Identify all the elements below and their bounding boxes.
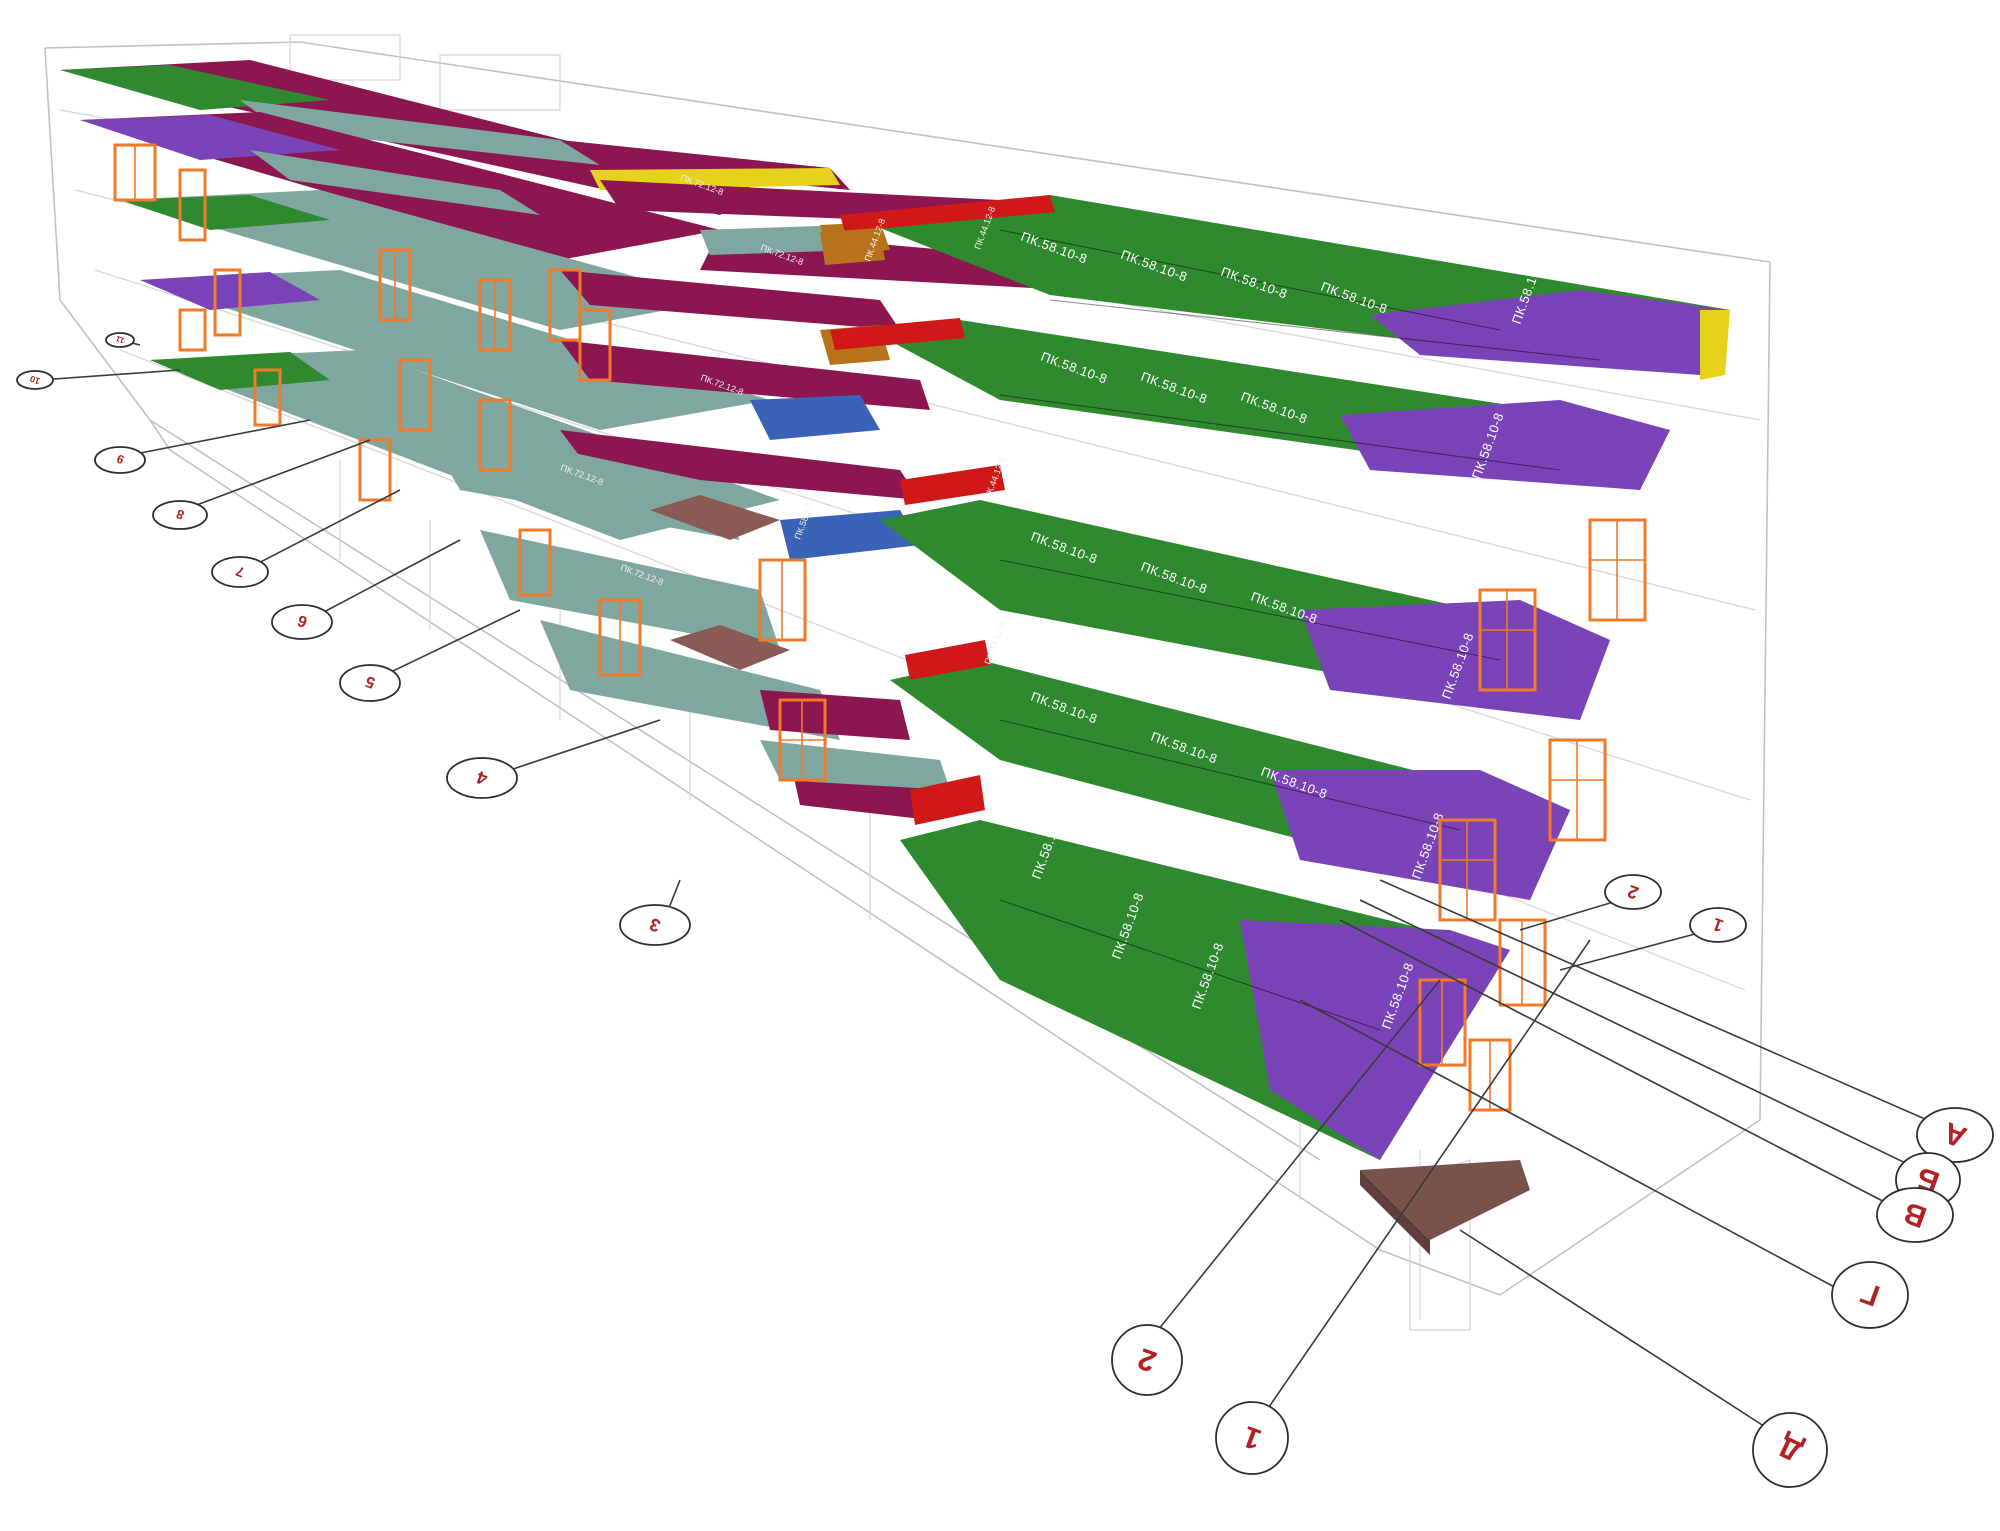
window-left-12 (598, 598, 642, 677)
axis-bubble-10: 10 (16, 370, 54, 390)
slab-maroon-l1 (560, 430, 920, 500)
window-left-10 (358, 438, 392, 502)
frame-right-edge (1499, 261, 1771, 1296)
window-left-11 (518, 528, 552, 597)
window-right-6 (1418, 978, 1467, 1067)
window-left-13 (758, 558, 807, 642)
slab-purple-top (1370, 290, 1730, 375)
window-left-6 (378, 248, 412, 322)
window-right-1 (1588, 518, 1647, 622)
slab-maroon-l2 (560, 340, 930, 410)
frame-roof-vent-1 (289, 34, 401, 81)
axis-bubble-6: 6 (271, 604, 333, 640)
window-left-8 (398, 358, 432, 432)
slab-green-l3 (120, 195, 330, 230)
axis-bubbles-top-right: 2 1 (1604, 874, 1747, 943)
stair-flight-entrance-side (1360, 1170, 1430, 1255)
window-right-7 (1468, 1038, 1512, 1112)
slab-teal-l2 (140, 270, 770, 430)
slab-green-top-back (60, 65, 330, 110)
axis-bubble-d: Д (1752, 1412, 1828, 1488)
frame-roof-back-edge (44, 41, 1771, 263)
stair-flight-entrance (1360, 1160, 1530, 1240)
slab-red-5 (910, 775, 985, 825)
back-slabs (60, 60, 1070, 820)
window-left-16 (578, 308, 612, 382)
window-left-14 (778, 698, 827, 782)
slab-red-3 (900, 465, 1005, 505)
axis-bubble-5: 5 (339, 664, 401, 702)
axis-bubble-8: 8 (152, 500, 208, 530)
axis-bubble-2-top: 2 (1604, 874, 1662, 910)
window-left-3 (213, 268, 242, 337)
window-left-1 (113, 143, 157, 202)
stair-flight-upper (650, 495, 780, 540)
axis-bubble-2-bottom: 2 (1111, 1324, 1183, 1396)
slab-teal-l4-b (700, 225, 860, 255)
windows (113, 143, 1647, 1112)
window-left-9 (478, 398, 512, 472)
window-right-4 (1438, 818, 1497, 922)
slab-red-top (840, 195, 1055, 232)
stairs (650, 495, 1530, 1255)
slab-purple-2 (1340, 400, 1670, 490)
axis-bubble-9: 9 (94, 446, 146, 474)
axis-bubbles-front-right: А Б В Г Д (1752, 1107, 1994, 1488)
slab-hatching (999, 229, 1601, 1031)
axis-bubbles-front-left: 2 1 (1111, 1324, 1289, 1475)
axis-leaders (39, 339, 1951, 1431)
slab-maroon-l3 (560, 270, 900, 330)
slab-green-l1 (150, 352, 330, 390)
axis-label-10: 10 (29, 374, 42, 387)
window-left-5 (253, 368, 282, 427)
slab-purple-l4 (80, 115, 340, 160)
axis-bubble-a: А (1916, 1107, 1994, 1163)
window-left-4 (178, 308, 207, 352)
axis-label-11: 11 (114, 334, 126, 346)
slab-ochre-top (820, 228, 885, 265)
slab-red-4 (905, 640, 990, 680)
axis-bubble-1-bottom: 1 (1215, 1401, 1289, 1475)
slab-teal-l4 (250, 150, 540, 215)
slab-blue-l2 (750, 395, 880, 440)
axis-bubbles-left-side: 3 4 5 6 7 8 9 10 (16, 332, 691, 946)
slab-purple-l2 (140, 272, 320, 310)
window-left-7 (478, 278, 512, 352)
window-left-15 (548, 268, 582, 342)
window-right-5 (1498, 918, 1547, 1007)
axis-bubble-1-top: 1 (1689, 907, 1747, 943)
frame-roof-vent-2 (439, 54, 561, 111)
front-slabs (820, 195, 1730, 1160)
slab-teal-top-back (240, 100, 600, 165)
axis-bubble-7: 7 (211, 556, 269, 588)
axis-label-9: 9 (115, 451, 126, 467)
axis-bubble-3: 3 (619, 904, 691, 946)
slab-maroon-mid-3 (760, 690, 910, 740)
axis-label-8: 8 (174, 506, 186, 523)
axis-bubble-v: В (1876, 1187, 1954, 1243)
slab-teal-mid-4 (760, 740, 950, 790)
slab-teal-mid-2 (480, 530, 780, 650)
frame-left-edge (44, 47, 1321, 1161)
slab-red-2 (830, 318, 965, 350)
window-right-3 (1548, 738, 1607, 842)
frame-base-edge (149, 419, 1501, 1296)
axis-bubble-11: 11 (105, 332, 135, 348)
window-left-2 (178, 168, 207, 242)
axis-bubble-g: Г (1831, 1261, 1909, 1329)
axis-bubble-4: 4 (446, 757, 518, 799)
stair-flight-lower (670, 625, 790, 670)
slab-yellow-edge-top (1700, 310, 1730, 380)
slab-mark-red-4: ПК.44.12-8 (982, 620, 1007, 665)
window-right-2 (1478, 588, 1537, 692)
